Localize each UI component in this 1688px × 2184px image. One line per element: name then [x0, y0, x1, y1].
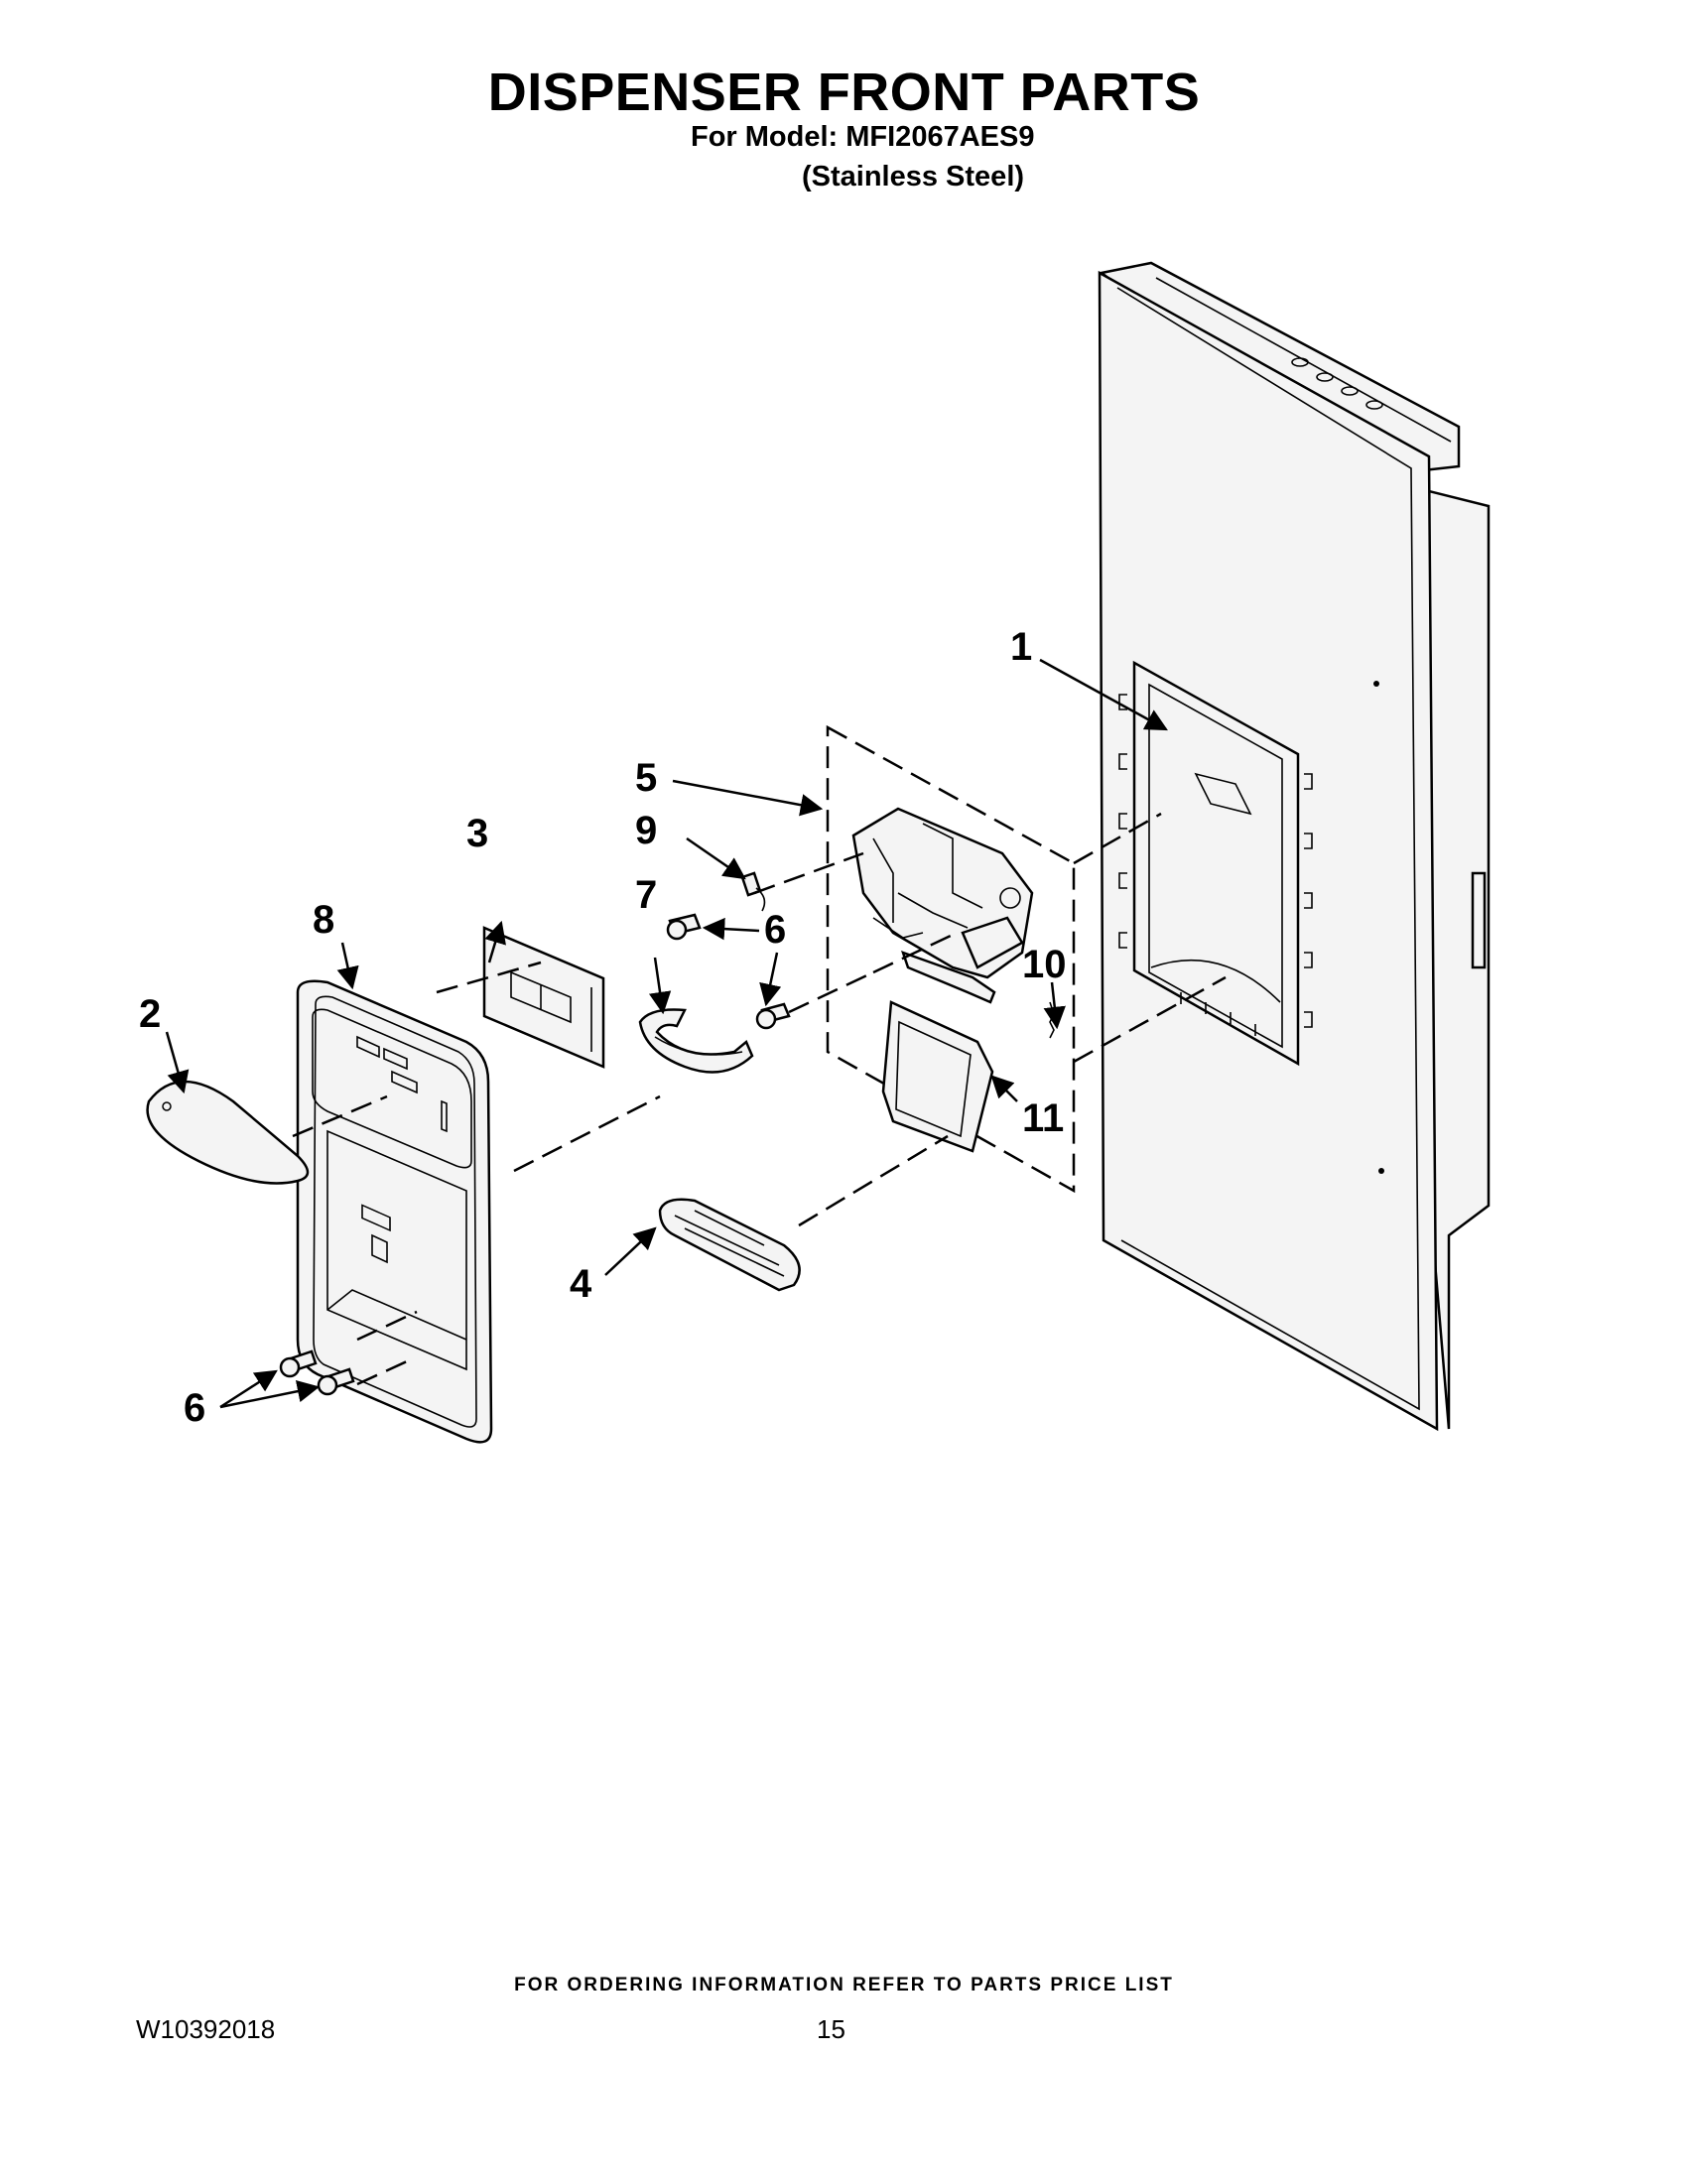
callout-8: 8 [313, 898, 334, 942]
callout-3: 3 [466, 812, 488, 855]
callout-2: 2 [139, 992, 161, 1036]
callout-9: 9 [635, 809, 657, 852]
screw-middle [755, 1002, 791, 1030]
callout-4: 4 [570, 1262, 592, 1306]
light-cover [638, 1008, 754, 1074]
spring-part [1049, 1001, 1055, 1039]
ordering-note: FOR ORDERING INFORMATION REFER TO PARTS … [514, 1975, 1174, 1995]
page-title: DISPENSER FRONT PARTS [487, 63, 1201, 122]
page-number: 15 [817, 2014, 845, 2044]
callout-7: 7 [635, 873, 657, 917]
callout-10: 10 [1022, 943, 1067, 986]
callout-6-upper: 6 [764, 908, 786, 952]
dispenser-housing-group-outline [826, 724, 1076, 1194]
finish-line: (Stainless Steel) [802, 161, 1025, 193]
dispenser-housing [851, 807, 1034, 979]
control-board [482, 926, 605, 1069]
door-panel [1098, 261, 1491, 1432]
callout-5: 5 [635, 756, 657, 800]
callout-1: 1 [1010, 625, 1032, 669]
callout-11: 11 [1022, 1096, 1064, 1140]
leader-lines [165, 658, 1168, 1409]
document-number: W10392018 [136, 2014, 276, 2044]
screw-lower-1 [279, 1349, 318, 1378]
screw-upper [666, 913, 702, 941]
alignment-lines [292, 812, 1227, 1386]
drip-tray [658, 1198, 801, 1292]
dispenser-paddle [881, 950, 996, 1153]
clip [740, 871, 766, 912]
dispenser-front-bezel [296, 979, 493, 1444]
screw-parts [279, 913, 791, 1396]
model-line: For Model: MFI2067AES9 [691, 121, 1035, 153]
label-decal [146, 1080, 310, 1185]
callout-6-lower: 6 [184, 1386, 205, 1430]
